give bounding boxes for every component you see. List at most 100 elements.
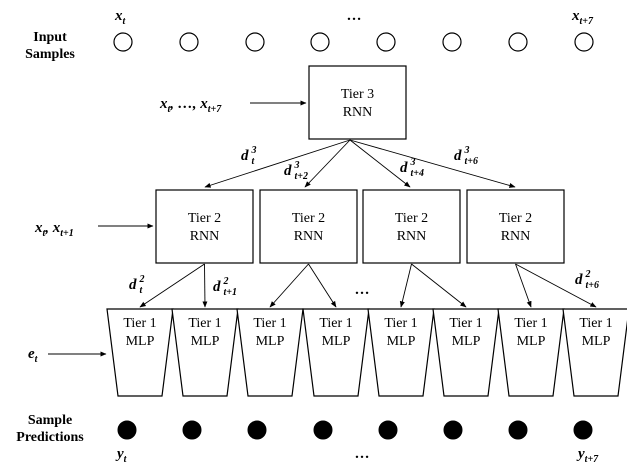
tier2-title: Tier 2 xyxy=(292,211,325,226)
tier1-mlp-block: Tier 1 MLP xyxy=(302,308,370,397)
tier1-type: MLP xyxy=(452,334,481,349)
sample-prediction-circle xyxy=(313,420,333,440)
tier2-rnn-rect xyxy=(259,189,358,264)
tier2-type: RNN xyxy=(294,229,324,244)
output-last-label: yt+7 xyxy=(576,446,599,464)
tier1-mlp-shape xyxy=(367,308,435,397)
tier2-rnn-rect xyxy=(362,189,461,264)
tier1-mlp-block: Tier 1 MLP xyxy=(106,308,174,397)
tier1-type: MLP xyxy=(322,334,351,349)
sample-prediction-circle xyxy=(443,420,463,440)
sample-prediction-circle xyxy=(378,420,398,440)
tier1-title: Tier 1 xyxy=(188,316,221,331)
tier1-mlp-block: Tier 1 MLP xyxy=(497,308,565,397)
tier2-type: RNN xyxy=(397,229,427,244)
tier3-to-tier2-arrow-3 xyxy=(349,139,411,188)
sample-prediction-circle xyxy=(508,420,528,440)
tier1-title: Tier 1 xyxy=(319,316,352,331)
tier2-to-tier1-arrow xyxy=(269,263,309,308)
tier1-mlp-block: Tier 1 MLP xyxy=(432,308,500,397)
tier1-title: Tier 1 xyxy=(123,316,156,331)
input-sample-circle xyxy=(574,32,594,52)
tier1-mlp-block: Tier 1 MLP xyxy=(171,308,239,397)
tier2-rnn-box: Tier 2 RNN xyxy=(155,189,254,264)
input-sample-circle xyxy=(508,32,528,52)
input-samples-label-line2: Samples xyxy=(25,47,75,62)
input-samples-label-line1: Input xyxy=(33,30,67,45)
input-last-label: xt+7 xyxy=(571,8,594,27)
tier2-input-label: xt, xt+1 xyxy=(34,220,74,239)
tier1-type: MLP xyxy=(517,334,546,349)
input-sample-circle xyxy=(310,32,330,52)
tier1-mlp-block: Tier 1 MLP xyxy=(236,308,304,397)
tier1-input-label: et xyxy=(28,346,39,365)
tier1-title: Tier 1 xyxy=(253,316,286,331)
input-ellipsis: … xyxy=(347,8,362,24)
tier1-mlp-shape xyxy=(302,308,370,397)
tier2-to-tier1-arrow xyxy=(139,263,205,308)
tier2-to-tier1-arrow xyxy=(411,263,467,308)
tier1-type: MLP xyxy=(387,334,416,349)
tier3-to-tier2-arrow-1 xyxy=(204,139,351,188)
tier3-rnn-box xyxy=(308,65,407,140)
tier3-input-label: xt, …, xt+7 xyxy=(159,96,222,115)
tier1-mlp-block: Tier 1 MLP xyxy=(562,308,627,397)
sample-prediction-circles xyxy=(117,420,593,440)
tier1-mlp-shape xyxy=(106,308,174,397)
tier2-rnn-box: Tier 2 RNN xyxy=(466,189,565,264)
tier2-rnn-rect xyxy=(466,189,565,264)
input-sample-circle xyxy=(245,32,265,52)
input-sample-circle xyxy=(376,32,396,52)
tier1-mlp-shape xyxy=(562,308,627,397)
tier2-to-tier1-arrow xyxy=(515,263,532,308)
tier2-rnn-row: Tier 2 RNN Tier 2 RNN Tier 2 RNN Tier 2 RNN xyxy=(155,189,565,264)
tier2-output-ellipsis: … xyxy=(355,282,370,298)
sample-predictions-label-line2: Predictions xyxy=(16,430,84,445)
tier1-mlp-shape xyxy=(236,308,304,397)
tier1-mlp-shape xyxy=(432,308,500,397)
tier1-title: Tier 1 xyxy=(579,316,612,331)
output-first-label: yt xyxy=(115,446,128,464)
tier1-mlp-block: Tier 1 MLP xyxy=(367,308,435,397)
tier3-type: RNN xyxy=(343,105,373,120)
tier2-to-tier1-arrow xyxy=(515,263,597,308)
tier2-type: RNN xyxy=(501,229,531,244)
tier2-rnn-rect xyxy=(155,189,254,264)
tier1-mlp-shape xyxy=(497,308,565,397)
tier2-rnn-box: Tier 2 RNN xyxy=(362,189,461,264)
tier1-type: MLP xyxy=(126,334,155,349)
tier1-title: Tier 1 xyxy=(449,316,482,331)
input-sample-circle xyxy=(179,32,199,52)
tier1-mlp-shape xyxy=(171,308,239,397)
tier2-to-tier1-arrow xyxy=(202,263,208,308)
tier2-title: Tier 2 xyxy=(188,211,221,226)
tier1-type: MLP xyxy=(582,334,611,349)
tier2-rnn-box: Tier 2 RNN xyxy=(259,189,358,264)
tier1-type: MLP xyxy=(191,334,220,349)
input-sample-circle xyxy=(113,32,133,52)
tier2-title: Tier 2 xyxy=(395,211,428,226)
sample-prediction-circle xyxy=(247,420,267,440)
tier1-title: Tier 1 xyxy=(384,316,417,331)
sample-predictions-label-line1: Sample xyxy=(28,413,72,428)
tier1-title: Tier 1 xyxy=(514,316,547,331)
output-ellipsis: … xyxy=(355,446,370,462)
input-sample-circles xyxy=(113,32,594,52)
sample-prediction-circle xyxy=(117,420,137,440)
input-first-label: xt xyxy=(114,8,127,27)
tier3-to-tier2-arrow-2 xyxy=(304,139,351,188)
tier2-to-tier1-arrows xyxy=(139,263,597,308)
tier1-type: MLP xyxy=(256,334,285,349)
tier2-type: RNN xyxy=(190,229,220,244)
sample-prediction-circle xyxy=(573,420,593,440)
tier2-title: Tier 2 xyxy=(499,211,532,226)
